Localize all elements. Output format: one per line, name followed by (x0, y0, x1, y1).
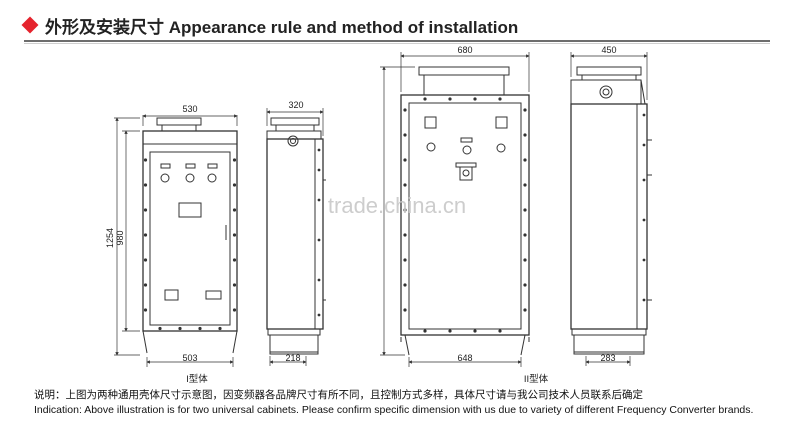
cabinet-1-side-bolts (317, 148, 321, 317)
cabinet-2-front-dimensions (380, 52, 530, 367)
cabinet-1-type-label: I型体 (186, 373, 208, 385)
cabinet-1-body-height-label: 980 (115, 230, 125, 245)
cabinet-2-width-label: 680 (457, 45, 472, 55)
cabinet-1-depth-label: 320 (288, 100, 303, 110)
cabinet-2-side-dimensions (570, 52, 648, 366)
notes-english: Indication: Above illustration is for tw… (34, 404, 754, 416)
cabinet-1-bolts (143, 158, 237, 331)
cabinet-2-side-bolts (642, 113, 646, 302)
cabinet-2-base-width-label: 648 (457, 353, 472, 363)
header-divider (24, 40, 770, 42)
cabinet-2-side-view (570, 66, 652, 355)
cabinet-1-front-dimensions (114, 114, 238, 367)
cabinet-1-side-view (266, 117, 326, 355)
cabinet-2-front-view (400, 66, 530, 356)
cabinet-2-depth-label: 450 (601, 45, 616, 55)
cabinet-2-base-depth-label: 283 (600, 353, 615, 363)
cabinet-1-width-label: 530 (182, 104, 197, 114)
cabinet-1-base-width-label: 503 (182, 353, 197, 363)
section-title: 外形及安装尺寸 Appearance rule and method of in… (45, 17, 519, 37)
watermark-text: trade.china.cn (328, 193, 466, 218)
cabinet-2-bolts (403, 97, 527, 333)
notes-block: 说明：上图为两种通用壳体尺寸示意图，因变频器各品牌尺寸有所不同，且控制方式多样，… (34, 388, 753, 418)
cabinet-1-base-depth-label: 218 (285, 353, 300, 363)
header-divider-shadow (24, 43, 770, 44)
cabinet-1-side-dimensions (266, 108, 324, 366)
cabinet-2-type-label: II型体 (524, 373, 549, 385)
notes-chinese: 说明：上图为两种通用壳体尺寸示意图，因变频器各品牌尺寸有所不同，且控制方式多样，… (34, 389, 643, 401)
section-header: 外形及安装尺寸 Appearance rule and method of in… (21, 10, 519, 40)
cabinet-1-total-height-label: 1254 (105, 228, 115, 248)
cabinet-1-front-view (142, 117, 238, 354)
